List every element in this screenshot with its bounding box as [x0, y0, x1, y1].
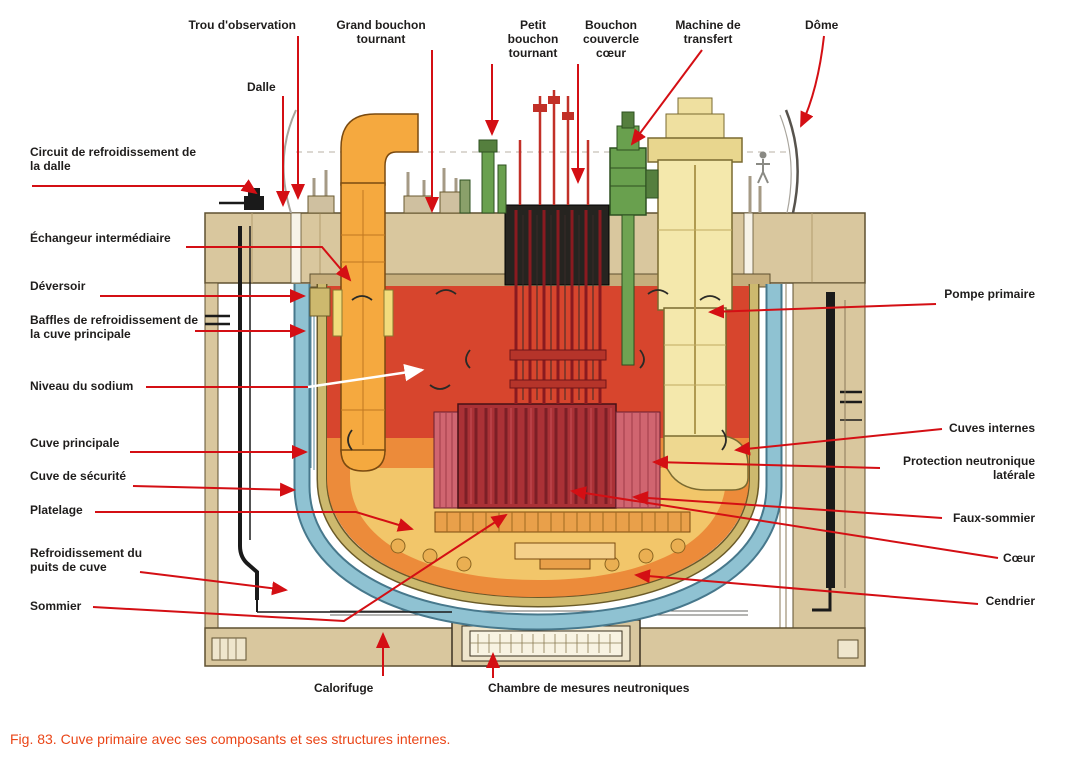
- arrow-faux-sommier: [632, 490, 943, 519]
- arrow-sommier: [92, 513, 508, 623]
- arrow-dome: [800, 35, 825, 128]
- label-machine-transfert: Machine de transfert: [675, 18, 741, 46]
- arrow-echangeur: [186, 246, 352, 282]
- sodium-flow-arrows: [347, 289, 727, 451]
- small-rotating-plug-mechanisms: [459, 139, 507, 214]
- arrow-refroidissement-puits: [139, 571, 288, 596]
- label-niveau-sodium: Niveau du sodium: [30, 379, 134, 393]
- primary-pump: [647, 97, 749, 491]
- label-refroidissement-puits: Refroidissement du puits de cuve: [30, 546, 143, 574]
- arrow-niveau-sodium: [307, 363, 425, 389]
- core-assembly: [433, 403, 661, 509]
- arrow-coeur: [570, 486, 999, 559]
- arrow-cuve-securite: [132, 482, 296, 497]
- intermediate-exchanger: [332, 113, 419, 472]
- control-rod-mechanisms: [509, 90, 607, 404]
- label-grand-bouchon: Grand bouchon tournant: [336, 18, 426, 46]
- label-cendrier: Cendrier: [985, 594, 1035, 608]
- label-deversoir: Déversoir: [30, 279, 86, 293]
- label-baffles: Baffles de refroidissement de la cuve pr…: [30, 313, 199, 341]
- label-petit-bouchon: Petit bouchon tournant: [507, 18, 559, 60]
- arrow-pompe-primaire: [708, 303, 937, 319]
- annotation-arrows: [32, 35, 999, 678]
- arrow-platelage: [95, 511, 414, 532]
- label-dalle: Dalle: [247, 80, 276, 94]
- label-circuit-refroidissement: Circuit de refroidissement de la dalle: [30, 145, 197, 173]
- scale-person: [756, 151, 770, 184]
- label-pompe-primaire: Pompe primaire: [944, 287, 1035, 301]
- arrow-machine-transfert: [630, 49, 703, 146]
- safety-vessel: [293, 284, 783, 631]
- label-sommier: Sommier: [30, 599, 82, 613]
- arrow-cendrier: [634, 569, 979, 605]
- label-cuve-securite: Cuve de sécurité: [30, 469, 127, 483]
- label-chambre-mesures: Chambre de mesures neutroniques: [488, 681, 690, 695]
- label-protection-neutronique: Protection neutronique latérale: [903, 454, 1035, 482]
- label-dome: Dôme: [805, 18, 839, 32]
- arrow-cuves-internes: [734, 428, 943, 456]
- arrow-protection-neutronique: [652, 455, 881, 470]
- label-cuves-internes: Cuves internes: [948, 421, 1035, 435]
- label-echangeur: Échangeur intermédiaire: [30, 231, 171, 245]
- label-cuve-principale: Cuve principale: [30, 436, 120, 450]
- label-calorifuge: Calorifuge: [314, 681, 374, 695]
- slab-cooling-pipes: [205, 188, 452, 613]
- figure-caption: Fig. 83. Cuve primaire avec ses composan…: [10, 731, 451, 747]
- label-platelage: Platelage: [30, 503, 83, 517]
- arrow-circuit-refroidissement: [32, 179, 258, 195]
- label-trou-observation: Trou d'observation: [188, 18, 296, 32]
- label-faux-sommier: Faux-sommier: [952, 511, 1035, 525]
- label-coeur: Cœur: [1003, 551, 1035, 565]
- main-vessel: [316, 284, 760, 608]
- label-bouchon-couvercle: Bouchon couvercle cœur: [582, 18, 640, 60]
- overflow-weir: [309, 287, 331, 317]
